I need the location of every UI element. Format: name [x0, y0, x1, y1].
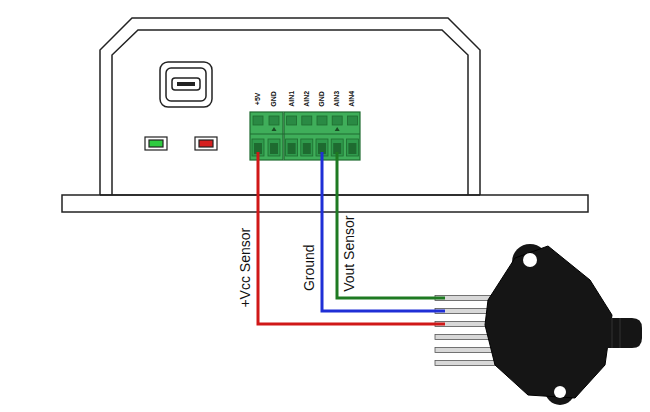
- pin-label: +5V: [254, 93, 262, 106]
- pin-label: AIN1: [288, 91, 296, 107]
- pin-label: GND: [270, 91, 278, 107]
- daq-housing: [62, 18, 588, 212]
- pressure-sensor: [485, 244, 642, 405]
- wire-label: Ground: [301, 245, 316, 292]
- pin-label: GND: [318, 91, 326, 107]
- status-leds: [145, 137, 217, 150]
- usb-port: [160, 62, 212, 107]
- pin-label: AIN3: [333, 91, 341, 107]
- wire-label: Vout Sensor: [342, 216, 357, 292]
- pin-label: AIN2: [303, 91, 311, 107]
- pin-label: AIN4: [349, 91, 357, 107]
- wires: [258, 152, 445, 324]
- terminal-block: [250, 112, 360, 160]
- wire-label: +Vcc Sensor: [238, 228, 253, 308]
